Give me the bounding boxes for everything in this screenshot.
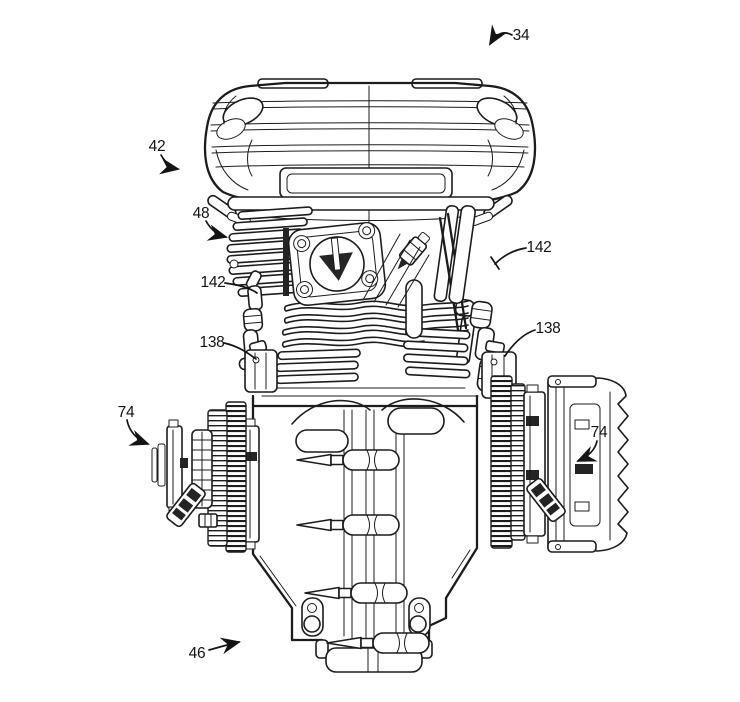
leader-74-left — [126, 419, 150, 446]
ref-label-34: 34 — [513, 27, 530, 44]
cooling-fins-center — [281, 300, 469, 348]
clutch-assembly-right — [490, 375, 629, 553]
leader-48 — [205, 220, 228, 241]
leader-142-right — [490, 247, 527, 270]
intake-flange — [283, 212, 468, 332]
ref-label-42: 42 — [149, 138, 166, 155]
cooling-fins-left — [226, 206, 314, 298]
leader-142-left — [224, 282, 258, 294]
ref-label-74-right: 74 — [591, 424, 608, 441]
tappet-block-left — [244, 339, 278, 393]
ref-label-48: 48 — [193, 205, 210, 222]
head-gasket-lip — [207, 194, 513, 233]
ref-label-46: 46 — [189, 645, 206, 662]
ref-label-138-right: 138 — [536, 320, 561, 337]
leader-46 — [208, 637, 241, 655]
leader-138-right — [504, 329, 536, 357]
ref-label-142-right: 142 — [527, 239, 552, 256]
leader-34 — [488, 24, 513, 46]
ref-label-138-left: 138 — [200, 334, 225, 351]
cooling-fins-left-lower — [275, 348, 362, 385]
leader-42 — [158, 154, 180, 175]
reference-labels: 34 42 48 142 138 142 138 74 74 46 — [118, 24, 608, 662]
cam-drive-assembly-left — [151, 401, 260, 553]
ref-label-142-left: 142 — [201, 274, 226, 291]
spark-plug-fitting — [397, 232, 431, 270]
ref-label-74-left: 74 — [118, 404, 135, 421]
rocker-cover — [203, 78, 537, 205]
leader-138-left — [223, 342, 257, 360]
leader-74-right — [576, 440, 598, 462]
